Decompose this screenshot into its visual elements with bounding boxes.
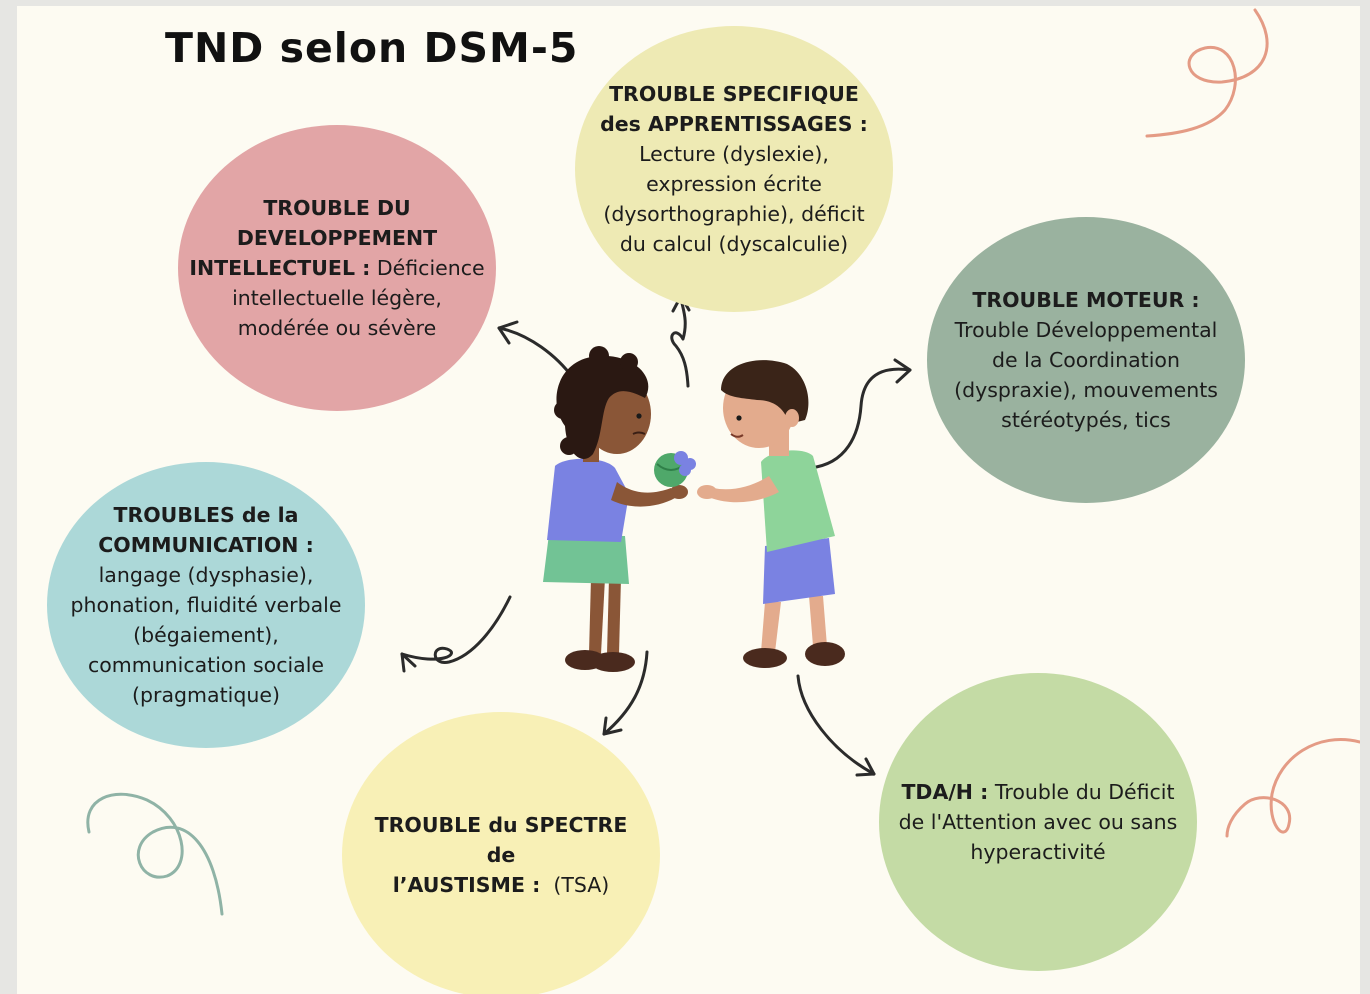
apprentissages-text-2: expression écrite (646, 172, 822, 196)
moteur-text-4: stéréotypés, tics (1001, 408, 1171, 432)
communication-text-3: (bégaiement), (133, 623, 279, 647)
communication-heading-1: TROUBLES de la (113, 503, 299, 527)
arrow-to-moteur (808, 367, 912, 470)
bubble-trouble-apprentissages: TROUBLE SPECIFIQUE des APPRENTISSAGES : … (575, 26, 893, 312)
apprentissages-text-3: (dysorthographie), déficit (603, 202, 865, 226)
bubble-trouble-moteur: TROUBLE MOTEUR : Trouble Développemental… (927, 217, 1245, 503)
decorative-swirl-right (1225, 738, 1360, 838)
tdah-text-3: hyperactivité (970, 840, 1106, 864)
tdah-text-2: de l'Attention avec ou sans (898, 810, 1178, 834)
moteur-heading-1: TROUBLE MOTEUR : (972, 288, 1200, 312)
tsa-text-1: (TSA) (540, 873, 610, 897)
communication-text-2: phonation, fluidité verbale (70, 593, 342, 617)
bubble-tdah: TDA/H : Trouble du Déficit de l'Attentio… (879, 673, 1197, 971)
intellectuel-heading-3: INTELLECTUEL : (189, 256, 371, 280)
moteur-text-1: Trouble Développemental (954, 318, 1218, 342)
arrow-to-tdah (796, 674, 876, 776)
arrow-to-apprentissages (670, 294, 690, 388)
decorations-layer (86, 8, 1360, 916)
decorative-swirl-bottom-left (86, 792, 224, 916)
moteur-text-3: (dyspraxie), mouvements (954, 378, 1218, 402)
apprentissages-heading-1: TROUBLE SPECIFIQUE (609, 82, 859, 106)
tsa-heading-2: l’AUSTISME : (392, 873, 541, 897)
bubble-troubles-communication: TROUBLES de la COMMUNICATION : langage (… (47, 462, 365, 748)
tdah-text-1: Trouble du Déficit (988, 780, 1175, 804)
children-illustration (543, 346, 845, 672)
apprentissages-text-1: Lecture (dyslexie), (639, 142, 829, 166)
apprentissages-text-4: du calcul (dyscalculie) (619, 232, 849, 256)
apprentissages-heading-2: des APPRENTISSAGES : (600, 112, 868, 136)
decorative-swirl-top-right (1145, 8, 1269, 138)
boy-figure (697, 360, 845, 668)
communication-text-1: langage (dysphasie), (98, 563, 314, 587)
intellectuel-text-1: Déficience (370, 256, 485, 280)
bubble-trouble-intellectuel: TROUBLE DU DEVELOPPEMENT INTELLECTUEL : … (178, 125, 496, 411)
infographic-page: TND selon DSM-5 (17, 6, 1360, 994)
arrow-to-tsa (602, 650, 649, 736)
intellectuel-text-3: modérée ou sévère (237, 316, 437, 340)
girl-figure (543, 346, 688, 672)
intellectuel-text-2: intellectuelle légère, (232, 286, 442, 310)
intellectuel-heading-2: DEVELOPPEMENT (236, 226, 438, 250)
arrow-to-communication (400, 595, 512, 664)
bubble-trouble-spectre-autisme: TROUBLE du SPECTRE de l’AUSTISME : (TSA) (342, 712, 660, 994)
green-ball (654, 451, 696, 487)
moteur-text-2: de la Coordination (992, 348, 1180, 372)
intellectuel-heading-1: TROUBLE DU (263, 196, 411, 220)
page-title: TND selon DSM-5 (165, 24, 579, 72)
tsa-heading-1: TROUBLE du SPECTRE de (374, 813, 628, 867)
communication-heading-2: COMMUNICATION : (98, 533, 314, 557)
communication-text-5: (pragmatique) (132, 683, 280, 707)
tdah-heading-1: TDA/H : (901, 780, 989, 804)
communication-text-4: communication sociale (87, 653, 325, 677)
